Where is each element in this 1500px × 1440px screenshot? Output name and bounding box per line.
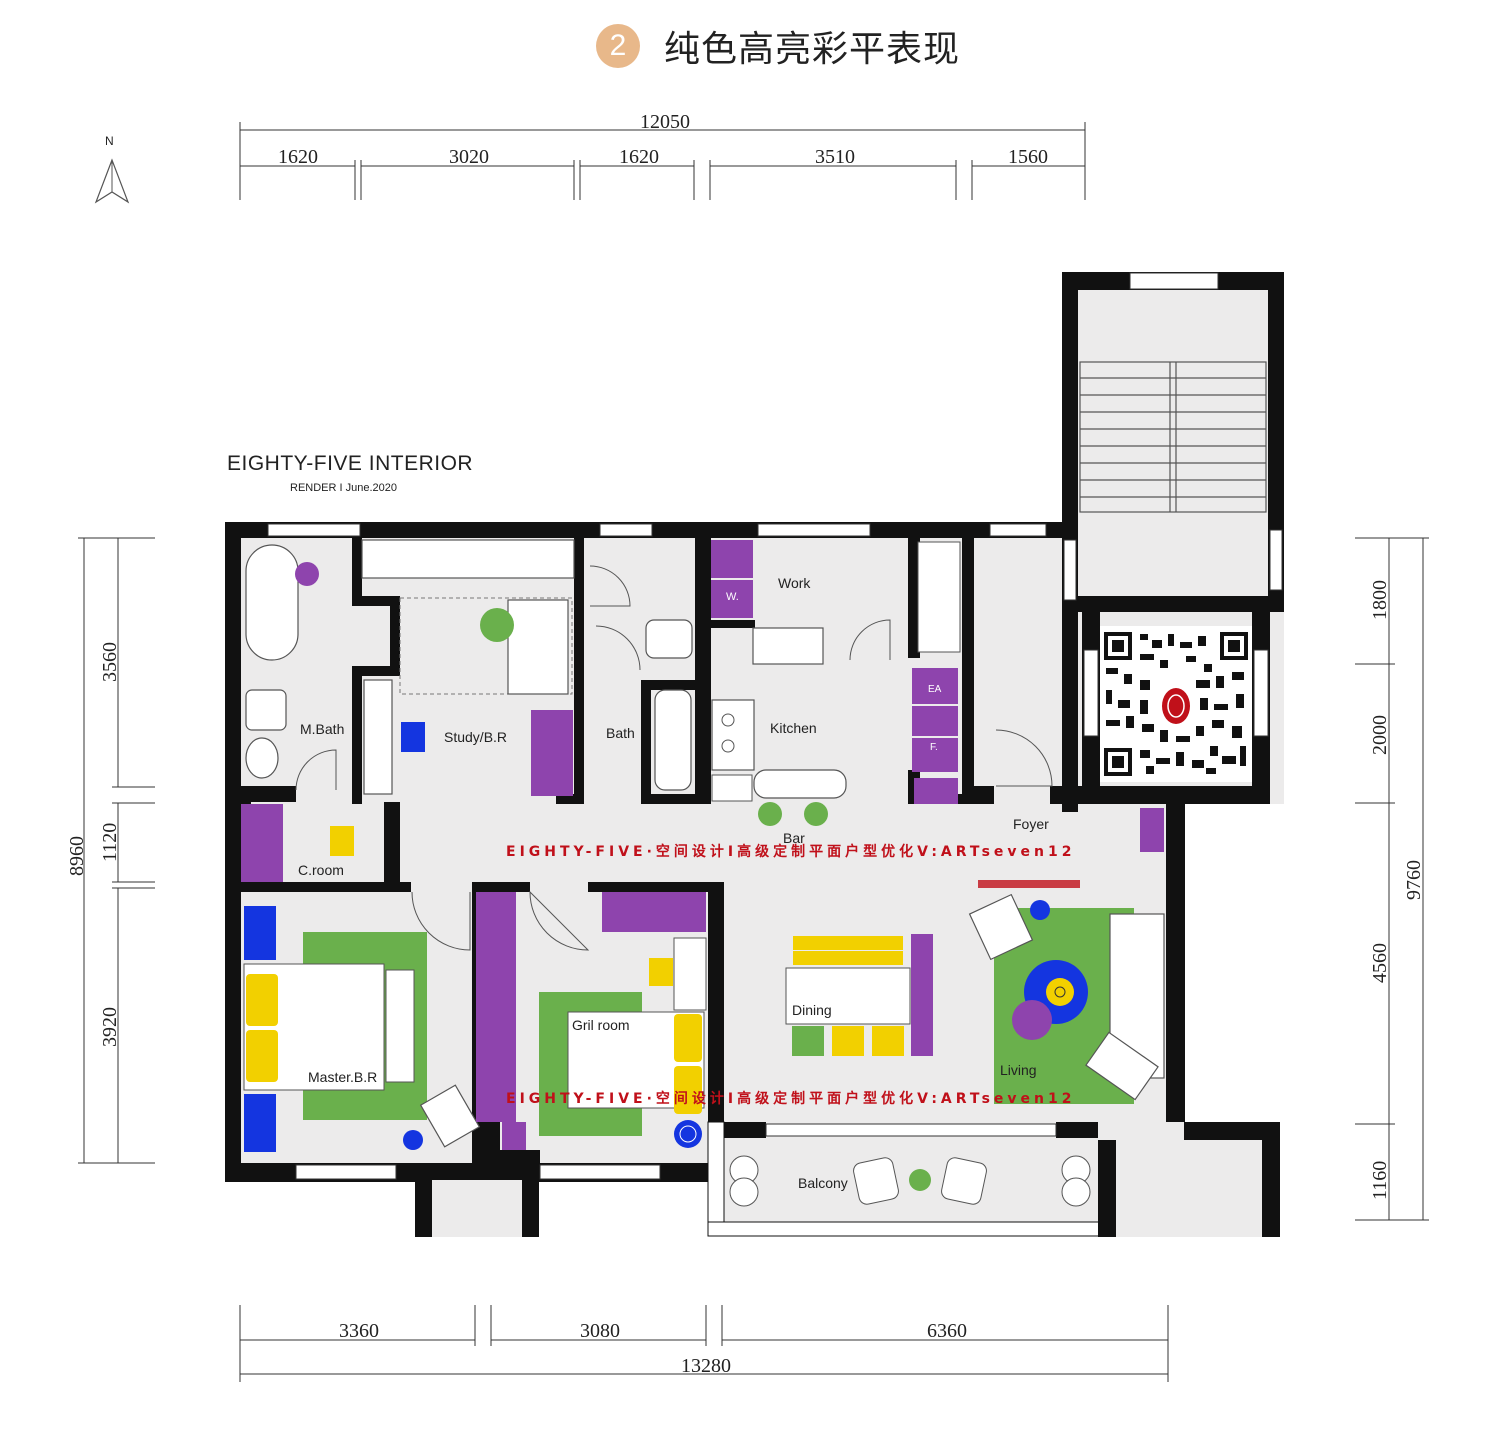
doors [295,565,1053,951]
left-dimensions [78,537,155,1164]
dim-top-total: 12050 [640,111,690,133]
purple-wardrobe [531,710,573,796]
dim-right-1: 1800 [1369,580,1391,620]
dim-right-2: 2000 [1369,715,1391,755]
dim-top-4: 3510 [815,146,855,168]
watermark-text: EIGHTY-FIVE·空间设计I高级定制平面户型优化V:ARTseven12 [506,843,1076,860]
dim-right-total: 9760 [1403,860,1425,900]
room-label-master: Master.B.R [308,1069,377,1085]
staircase [1079,361,1267,513]
dim-left-1: 3560 [99,642,121,682]
dim-top-3: 1620 [619,146,659,168]
dim-bottom-total: 13280 [681,1355,731,1377]
bottom-dimensions [239,1305,1169,1382]
dim-top-5: 1560 [1008,146,1048,168]
room-label-balcony: Balcony [798,1175,848,1191]
dim-left-2: 1120 [99,823,121,862]
blue-chair [401,722,425,752]
furniture [241,539,1165,1207]
room-label-ea: EA [928,684,942,695]
washer [711,580,753,618]
dim-top-1: 1620 [278,146,318,168]
room-label-foyer: Foyer [1013,816,1049,832]
dim-top-2: 3020 [449,146,489,168]
dim-right-3: 4560 [1369,943,1391,983]
room-label-living: Living [1000,1062,1037,1078]
dim-bottom-3: 6360 [927,1320,967,1342]
watermark-text-2: EIGHTY-FIVE·空间设计I高级定制平面户型优化V:ARTseven12 [506,1090,1076,1107]
north-label: N [105,134,114,148]
bathtub-icon [245,544,299,661]
page-header: 2 纯色高亮彩平表现 [596,20,960,72]
room-label-bar: Bar [783,830,805,846]
purple-stool [295,562,319,586]
dim-right-4: 1160 [1369,1161,1391,1200]
green-stool [480,608,514,642]
brand-name: EIGHTY-FIVE INTERIOR [227,452,474,475]
room-label-bath: Bath [606,725,635,741]
room-label-study: Study/B.R [444,729,507,745]
room-label-kitchen: Kitchen [770,720,817,736]
qr-code-icon [1100,626,1252,782]
dim-left-total: 8960 [66,836,88,876]
dim-left-3: 3920 [99,1007,121,1047]
room-label-washer: W. [726,591,739,603]
room-label-mbath: M.Bath [300,721,344,737]
north-arrow-icon: N [94,134,130,204]
building-walls [225,272,1284,1237]
step-badge: 2 [596,24,640,68]
room-label-girl: Gril room [572,1017,630,1033]
right-dimensions [1355,537,1429,1221]
top-dimensions [239,122,1086,200]
room-label-dining: Dining [792,1002,832,1018]
dim-bottom-1: 3360 [339,1320,379,1342]
room-label-f: F. [930,742,938,753]
page-title: 纯色高亮彩平表现 [664,29,961,70]
dim-bottom-2: 3080 [580,1320,620,1342]
room-label-work: Work [778,575,811,591]
brand-subtitle: RENDER I June.2020 [290,482,397,494]
room-label-croom: C.room [298,862,344,878]
